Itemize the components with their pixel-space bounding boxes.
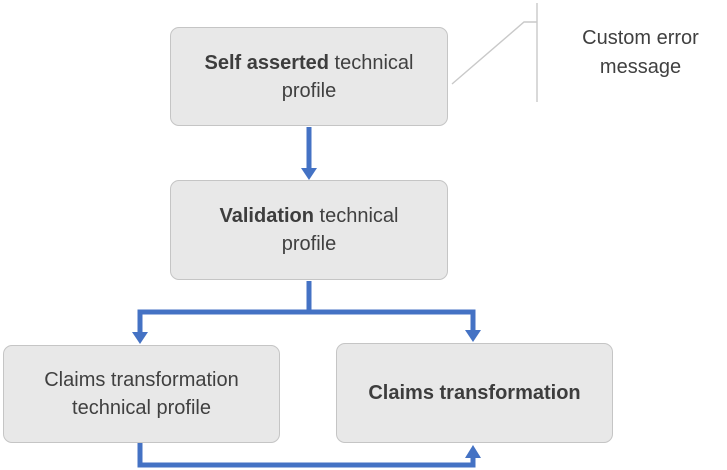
- node-label: Validation technical profile: [199, 202, 419, 258]
- node-label-bold: Self asserted: [204, 51, 329, 74]
- arrow-claims-tp-to-claims-transformation: [137, 442, 481, 468]
- callout-custom-error-message: Custom error message: [582, 27, 699, 78]
- callout-connector-line: [451, 3, 538, 102]
- arrow-validation-to-claims-boxes: [132, 281, 481, 344]
- node-label: Claims transformation technical profile: [32, 366, 252, 422]
- node-label: Claims transformation: [368, 379, 580, 407]
- arrow-self-asserted-to-validation: [301, 127, 317, 180]
- node-validation-technical-profile: Validation technical profile: [170, 180, 448, 280]
- node-label-regular: technical profile: [281, 205, 399, 255]
- node-label: Self asserted technical profile: [199, 49, 419, 105]
- node-claims-transformation: Claims transformation: [336, 343, 613, 443]
- node-label-regular: Claims transformation technical profile: [44, 369, 239, 419]
- node-self-asserted-technical-profile: Self asserted technical profile: [170, 27, 448, 126]
- node-claims-transformation-technical-profile: Claims transformation technical profile: [3, 345, 280, 443]
- node-label-regular: technical profile: [281, 51, 414, 102]
- node-label-bold: Validation: [219, 205, 314, 227]
- node-label-bold: Claims transformation: [368, 382, 581, 404]
